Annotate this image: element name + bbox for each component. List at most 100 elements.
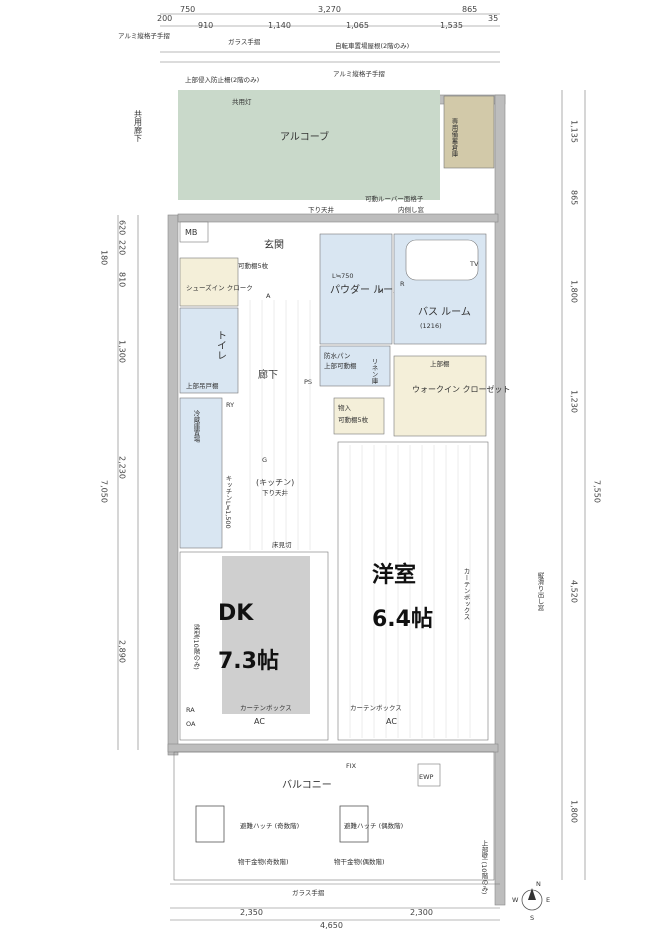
label-bath-size: (1216) xyxy=(420,322,442,330)
label-g: G xyxy=(262,456,267,464)
compass-icon: N S E W xyxy=(512,880,550,922)
dim-right-1135: 1,135 xyxy=(570,120,579,143)
label-hatch-even: 避難ハッチ (偶数階) xyxy=(344,821,403,830)
label-curtain-box-2: カーテンボックス xyxy=(350,704,402,712)
dimension-top: 200 750 3,270 865 35 910 1,140 1,065 1,5… xyxy=(157,5,500,30)
balcony xyxy=(173,751,495,881)
dim-bottom-2300: 2,300 xyxy=(410,908,433,917)
label-exclusive-storage: 専用備蓄倉庫 xyxy=(450,117,458,159)
dim-bottom-4650: 4,650 xyxy=(320,921,343,929)
label-ewp: EWP xyxy=(419,773,434,781)
label-glass-rail-bottom: ガラス手摺 xyxy=(292,888,325,897)
label-floor-note: 床見切 xyxy=(272,540,292,549)
dim-top-1065: 1,065 xyxy=(346,21,369,30)
dim-top-35: 35 xyxy=(488,14,498,23)
western-label: 洋室 xyxy=(372,562,416,588)
label-kitchen: (キッチン) xyxy=(256,478,294,487)
dim-left-1300: 1,300 xyxy=(118,340,127,363)
label-walk-in-closet: ウォークイン クローゼット xyxy=(412,384,511,394)
label-shared-light: 共用灯 xyxy=(232,97,252,106)
wall-right xyxy=(494,94,506,906)
label-alcove: アルコーブ xyxy=(280,130,329,143)
exclusive-storage xyxy=(443,95,495,169)
ewp-box xyxy=(417,763,441,787)
label-shared-corridor: 共用廊下 xyxy=(134,110,143,143)
label-hatch-odd: 避難ハッチ (奇数階) xyxy=(240,821,299,830)
label-upper-shelf-2: 上部棚 xyxy=(430,359,450,368)
label-bike-parking: 自転車置場屋根(2階のみ) xyxy=(335,41,409,50)
dim-right-865: 865 xyxy=(570,190,579,205)
dim-right-1800: 1,800 xyxy=(570,280,579,303)
label-ry: RY xyxy=(226,401,234,409)
laundry-area xyxy=(319,345,391,387)
label-tv: TV xyxy=(469,260,479,268)
wall-front xyxy=(177,213,499,223)
label-fridge: 冷蔵庫置場 xyxy=(192,409,200,444)
label-shoes-in-closet: シューズイン クローク xyxy=(186,283,253,292)
compass-n: N xyxy=(536,880,541,888)
wall-left xyxy=(167,214,179,756)
label-fix: FIX xyxy=(346,762,357,770)
western-floor xyxy=(349,445,471,738)
label-bath-room: バス ルーム xyxy=(418,306,471,318)
dk-size: 7.3帖 xyxy=(218,649,279,674)
label-beam-note: 梁型(10階のみ) xyxy=(192,623,200,670)
hatch-odd-box xyxy=(195,805,225,843)
compass-e: E xyxy=(546,896,550,904)
label-curtain-box: カーテンボックス xyxy=(240,704,292,712)
dim-top-750: 750 xyxy=(180,5,195,14)
label-lower-ceiling: 下り天井 xyxy=(308,205,335,214)
dim-left-810: 810 xyxy=(118,272,127,287)
label-dryer-odd: 物干金物(奇数階) xyxy=(238,857,289,866)
hatch-even-box xyxy=(339,805,369,843)
dim-left-220: 220 xyxy=(118,240,127,255)
label-glass-rail-top: ガラス手摺 xyxy=(228,37,261,46)
label-ac: AC xyxy=(254,717,265,726)
dim-left-620: 620 xyxy=(118,220,127,235)
label-entrance: 玄関 xyxy=(264,238,284,251)
label-dryer-even: 物干金物(偶数階) xyxy=(334,857,385,866)
kitchen-counter xyxy=(179,397,223,549)
dim-top-1535: 1,535 xyxy=(440,21,463,30)
label-movable-shelf: 可動棚5枚 xyxy=(238,261,269,270)
label-curtain-box-3: カーテンボックス xyxy=(462,568,470,621)
label-inner-door: 内側し窓 xyxy=(398,205,425,214)
dim-right-1800b: 1,800 xyxy=(570,800,579,823)
shoes-in-closet xyxy=(179,257,239,307)
label-ac-2: AC xyxy=(386,717,397,726)
dk-label: DK xyxy=(218,601,254,626)
dim-left-2230: 2,230 xyxy=(118,456,127,479)
label-waterproof-pan: 防水パン xyxy=(324,351,350,360)
label-hallway: 廊下 xyxy=(258,368,278,381)
powder-room xyxy=(319,233,393,345)
label-powder-room: パウダー ルーム xyxy=(330,283,403,296)
label-storage: 物入 xyxy=(338,403,352,412)
dim-right-1230: 1,230 xyxy=(570,390,579,413)
toilet-room xyxy=(179,307,239,394)
label-aluminum-rail-2: アルミ縦格子手摺 xyxy=(333,69,385,78)
label-fixed-window: 縦滑り出し窓 xyxy=(536,571,544,612)
label-oa: OA xyxy=(186,720,196,728)
alcove-area xyxy=(178,90,440,200)
label-m: M xyxy=(378,287,384,295)
dim-right-4520: 4,520 xyxy=(570,580,579,603)
compass-s: S xyxy=(530,914,534,922)
label-louver: 可動ルーバー面格子 xyxy=(365,194,424,203)
storage xyxy=(333,397,385,435)
label-ps: PS xyxy=(304,378,312,386)
label-ra: RA xyxy=(186,706,195,714)
label-r: R xyxy=(400,280,405,288)
label-linen: リネン庫 xyxy=(370,358,378,385)
dim-left-7050: 7,050 xyxy=(100,480,109,503)
label-mb: MB xyxy=(185,228,197,237)
label-toilet: トイレ xyxy=(215,330,227,360)
label-upper-cabinet: 上部吊戸棚 xyxy=(186,381,219,390)
dim-left-180: 180 xyxy=(100,250,109,265)
label-a: A xyxy=(266,292,271,300)
dk-highlight xyxy=(222,556,310,714)
bathtub xyxy=(405,239,479,281)
dim-left-2890: 2,890 xyxy=(118,640,127,663)
compass-w: W xyxy=(512,896,519,904)
dim-bottom-2350: 2,350 xyxy=(240,908,263,917)
